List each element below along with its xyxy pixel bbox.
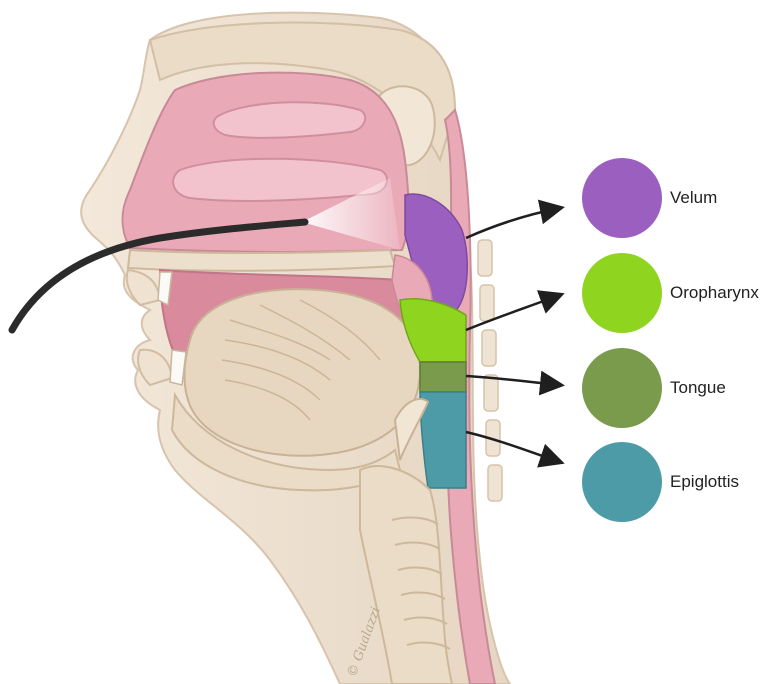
hard-palate [128, 250, 395, 271]
tongue-base-region [420, 362, 466, 392]
legend-label-epiglottis: Epiglottis [670, 472, 739, 492]
epiglottis-arrow [466, 432, 560, 462]
legend-label-velum: Velum [670, 188, 717, 208]
tongue [184, 289, 420, 456]
tongue-legend-swatch [582, 348, 662, 428]
velum-arrow [466, 208, 560, 238]
tongue-arrow [466, 376, 560, 385]
cervical-spine [478, 240, 502, 501]
velum-legend-swatch [582, 158, 662, 238]
epiglottis-legend-swatch [582, 442, 662, 522]
legend-label-oropharynx: Oropharynx [670, 283, 759, 303]
oropharynx-legend-swatch [582, 253, 662, 333]
middle-turbinate [173, 159, 387, 201]
legend-label-tongue: Tongue [670, 378, 726, 398]
